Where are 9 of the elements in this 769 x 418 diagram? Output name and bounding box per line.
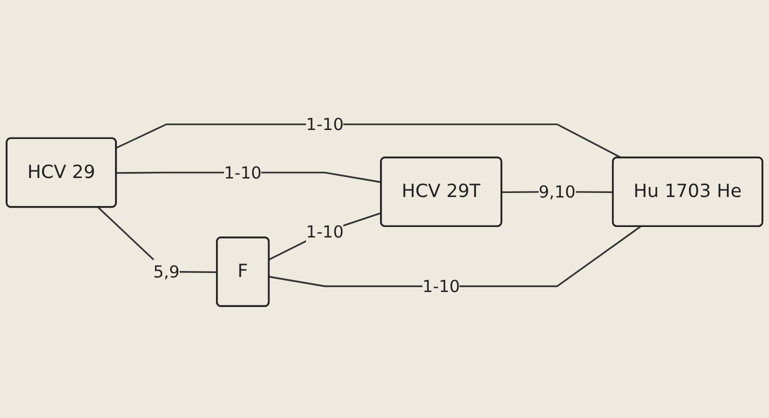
edge-label: 1-10 [306,114,344,134]
edge-label: 5,9 [153,262,180,282]
edge-label: 1-10 [224,162,262,182]
edge-label: 9,10 [538,182,576,202]
connector [116,123,622,159]
edge-label: 1-10 [306,222,344,242]
connector [269,226,641,288]
edge-label: 1-10 [422,276,460,296]
connector [268,212,382,260]
